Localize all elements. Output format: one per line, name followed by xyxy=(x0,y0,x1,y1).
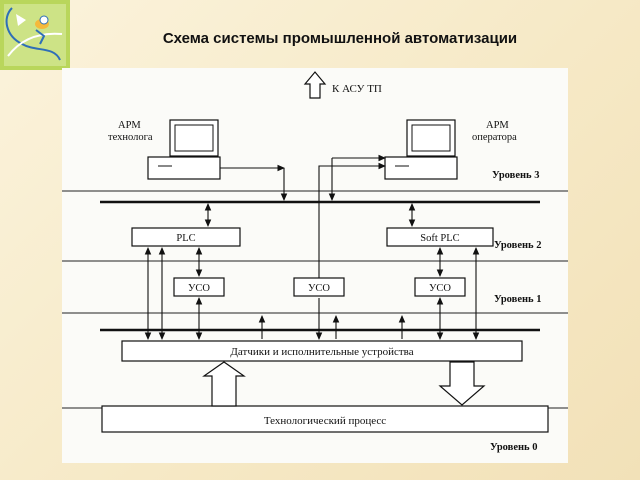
uso-box-3 xyxy=(414,277,466,297)
process-to-devices-arrow xyxy=(202,361,246,407)
devices-box xyxy=(121,340,523,362)
devices-to-process-arrow xyxy=(438,361,486,406)
devices-label: Датчики и исполнительные устройства xyxy=(230,346,413,358)
plc-label: PLC xyxy=(176,233,195,244)
uso-label-2: УСО xyxy=(308,283,330,294)
level-3-label: Уровень 3 xyxy=(492,170,539,181)
level-0-label: Уровень 0 xyxy=(490,442,537,453)
soft-plc-label: Soft PLC xyxy=(420,233,459,244)
process-label: Технологический процесс xyxy=(264,415,386,427)
logo-image xyxy=(0,0,70,70)
slide-title: Схема системы промышленной автоматизации xyxy=(162,30,518,47)
upstream-arrow xyxy=(303,71,327,99)
uso-box-1 xyxy=(173,277,225,297)
level-2-label: Уровень 2 xyxy=(494,240,541,251)
top-label: К АСУ ТП xyxy=(332,83,382,95)
uso-label-3: УСО xyxy=(429,283,451,294)
workstation-operator-label-1: АРМ xyxy=(486,120,509,131)
workstation-operator-label-2: оператора xyxy=(472,132,517,143)
plc-box xyxy=(131,227,241,247)
connector-arrows xyxy=(144,154,480,340)
uso-label-1: УСО xyxy=(188,283,210,294)
workstation-technologist-label-2: технолога xyxy=(108,132,153,143)
computer-operator-icon xyxy=(384,119,458,180)
soft-plc-box xyxy=(386,227,494,247)
automation-scheme-diagram: К АСУ ТП АРМ технолога АРМ оператора Уро… xyxy=(62,68,568,463)
network-buses xyxy=(100,200,540,332)
workstation-technologist-label-1: АРМ xyxy=(118,120,141,131)
level-separators xyxy=(62,190,568,409)
level-1-label: Уровень 1 xyxy=(494,294,541,305)
computer-technologist-icon xyxy=(147,119,221,180)
process-box xyxy=(101,405,549,433)
